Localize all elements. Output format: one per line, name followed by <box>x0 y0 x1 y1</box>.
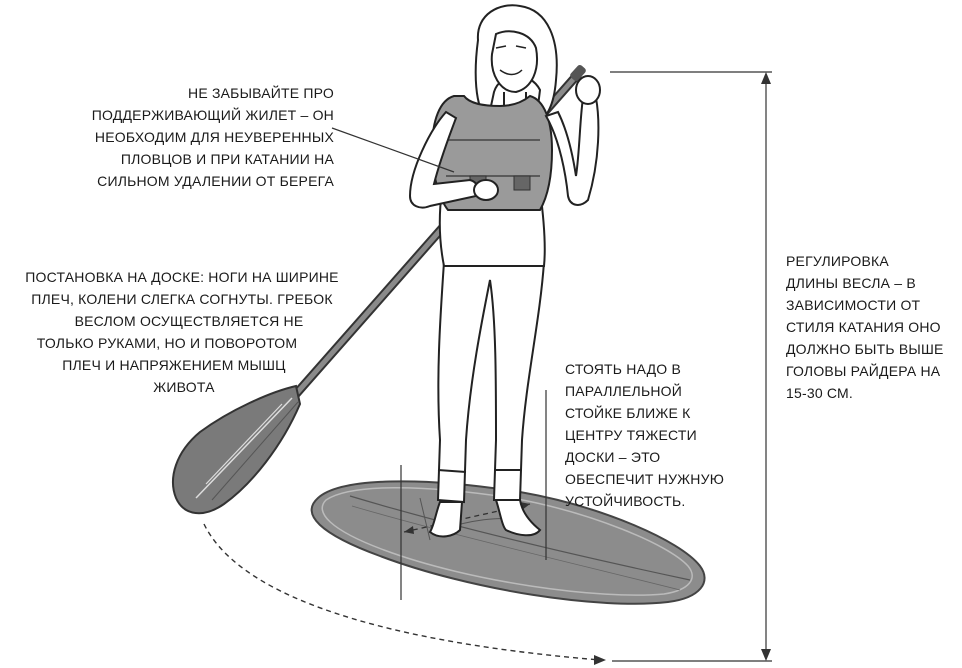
paddle-length-annotation: РЕГУЛИРОВКА ДЛИНЫ ВЕСЛА – В ЗАВИСИМОСТИ … <box>786 250 958 404</box>
vest-annotation-line: ПЛОВЦОВ И ПРИ КАТАНИИ НА <box>54 148 334 170</box>
vest-annotation-line: НЕОБХОДИМ ДЛЯ НЕУВЕРЕННЫХ <box>54 126 334 148</box>
paddle-length-annotation-line: ДЛИНЫ ВЕСЛА – В <box>786 272 958 294</box>
paddle-length-annotation-line: ДОЛЖНО БЫТЬ ВЫШЕ <box>786 338 958 360</box>
position-annotation-line: ЦЕНТРУ ТЯЖЕСТИ <box>565 424 745 446</box>
vest-annotation-line: НЕ ЗАБЫВАЙТЕ ПРО <box>54 82 334 104</box>
position-annotation-line: СТОЙКЕ БЛИЖЕ К <box>565 402 745 424</box>
position-annotation-line: ДОСКИ – ЭТО <box>565 446 745 468</box>
position-annotation-line: ОБЕСПЕЧИТ НУЖНУЮ <box>565 468 745 490</box>
paddle-length-annotation-line: ГОЛОВЫ РАЙДЕРА НА <box>786 360 958 382</box>
paddle-length-annotation-line: СТИЛЯ КАТАНИЯ ОНО <box>786 316 958 338</box>
stance-annotation: ПОСТАНОВКА НА ДОСКЕ: НОГИ НА ШИРИНЕ ПЛЕЧ… <box>6 266 352 398</box>
position-annotation-line: УСТОЙЧИВОСТЬ. <box>565 490 745 512</box>
stance-annotation-line: ЖИВОТА <box>6 376 352 398</box>
paddle-length-annotation-line: РЕГУЛИРОВКА <box>786 250 958 272</box>
paddle-length-annotation-line: ЗАВИСИМОСТИ ОТ <box>786 294 958 316</box>
stance-annotation-line: ПОСТАНОВКА НА ДОСКЕ: НОГИ НА ШИРИНЕ <box>6 266 352 288</box>
position-annotation-line: ПАРАЛЛЕЛЬНОЙ <box>565 380 745 402</box>
stance-annotation-line: ПЛЕЧ, КОЛЕНИ СЛЕГКА СОГНУТЫ. ГРЕБОК <box>6 288 352 310</box>
stance-annotation-line: ПЛЕЧ И НАПРЯЖЕНИЕМ МЫШЦ <box>6 354 352 376</box>
paddle-length-annotation-line: 15-30 СМ. <box>786 382 958 404</box>
stance-annotation-line: ВЕСЛОМ ОСУЩЕСТВЛЯЕТСЯ НЕ <box>6 310 352 332</box>
vest-annotation: НЕ ЗАБЫВАЙТЕ ПРО ПОДДЕРЖИВАЮЩИЙ ЖИЛЕТ – … <box>54 82 334 192</box>
position-annotation-line: СТОЯТЬ НАДО В <box>565 358 745 380</box>
stance-annotation-line: ТОЛЬКО РУКАМИ, НО И ПОВОРОТОМ <box>6 332 352 354</box>
position-annotation: СТОЯТЬ НАДО В ПАРАЛЛЕЛЬНОЙ СТОЙКЕ БЛИЖЕ … <box>565 358 745 512</box>
vest-annotation-line: ПОДДЕРЖИВАЮЩИЙ ЖИЛЕТ – ОН <box>54 104 334 126</box>
vest-annotation-line: СИЛЬНОМ УДАЛЕНИИ ОТ БЕРЕГА <box>54 170 334 192</box>
